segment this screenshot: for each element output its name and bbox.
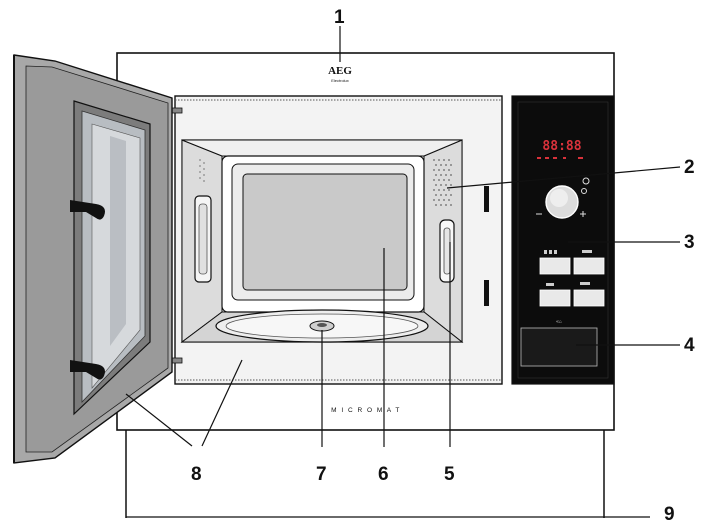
- turntable: [215, 309, 429, 343]
- function-button-top-left[interactable]: [539, 257, 571, 275]
- left-wall-grille: [199, 159, 205, 182]
- function-button-top-right[interactable]: [573, 257, 605, 275]
- leader-8b: [201, 359, 243, 447]
- callout-leaders: [125, 26, 681, 518]
- callout-5: 5: [444, 464, 455, 485]
- brand-logo: AEG Electrolux: [328, 65, 352, 83]
- callout-9: 9: [664, 504, 675, 525]
- model-name: M I C R O M A T: [331, 407, 401, 414]
- door[interactable]: [13, 54, 173, 464]
- function-buttons: [539, 250, 605, 307]
- callout-8: 8: [191, 464, 202, 485]
- leader-8a: [125, 393, 193, 447]
- function-button-bottom-left[interactable]: [539, 289, 571, 307]
- digital-display: 88:88: [537, 139, 583, 159]
- door-latch-slots: [484, 186, 489, 306]
- callout-1: 1: [334, 7, 345, 28]
- leader-2: [446, 166, 681, 189]
- callout-6: 6: [378, 464, 389, 485]
- svg-text:Electrolux: Electrolux: [331, 78, 349, 83]
- installation-cabinet: [125, 430, 605, 518]
- callout-4: 4: [684, 335, 695, 356]
- svg-text:«⌂: «⌂: [556, 319, 562, 325]
- knob-symbols: [536, 177, 590, 217]
- callout-3: 3: [684, 232, 695, 253]
- interior-light: [439, 219, 455, 283]
- svg-text:AEG: AEG: [328, 65, 352, 77]
- svg-text:88:88: 88:88: [542, 139, 581, 154]
- door-release-button[interactable]: «⌂: [520, 319, 598, 367]
- rotary-knob[interactable]: [545, 185, 579, 219]
- chamber-back-panel: [242, 173, 408, 291]
- callout-7: 7: [316, 464, 327, 485]
- vent-grille: [433, 159, 452, 206]
- callout-2: 2: [684, 157, 695, 178]
- function-button-bottom-right[interactable]: [573, 289, 605, 307]
